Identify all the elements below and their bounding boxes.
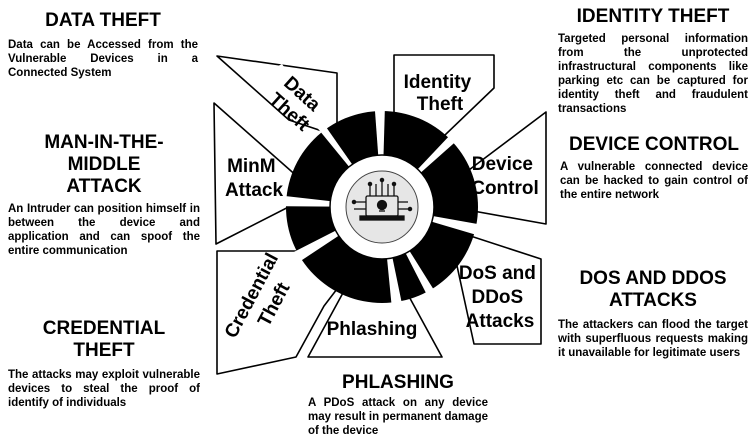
mitm-title: MAN-IN-THE-MIDDLE ATTACK: [44, 132, 164, 197]
circuit-computer-icon: [351, 177, 413, 221]
identity-theft-title: IDENTITY THEFT: [576, 6, 730, 27]
dos-title: DOS AND DDOS ATTACKS: [579, 268, 727, 311]
data-theft-block: DATA THEFT Data can be Accessed from the…: [8, 10, 198, 80]
device-control-title: DEVICE CONTROL: [569, 134, 739, 155]
data-theft-desc: Data can be Accessed from the Vulnerable…: [8, 39, 198, 79]
device-control-block: DEVICE CONTROL A vulnerable connected de…: [560, 134, 748, 202]
mitm-block: MAN-IN-THE-MIDDLE ATTACK An Intruder can…: [8, 132, 200, 258]
data-theft-title: DATA THEFT: [45, 10, 161, 31]
wheel: Data Theft Identity Theft MinM Attack De…: [213, 54, 547, 375]
segment-label-phlashing: Phlashing: [327, 319, 418, 340]
credential-theft-desc: The attacks may exploit vulnerable devic…: [8, 369, 200, 409]
segment-label-identity-theft: Identity Theft: [404, 72, 477, 115]
segment-dos: [448, 228, 542, 345]
dos-desc: The attackers can flood the target with …: [558, 319, 748, 359]
credential-theft-title: CREDENTIAL THEFT: [42, 318, 166, 361]
dos-block: DOS AND DDOS ATTACKS The attackers can f…: [558, 268, 748, 360]
identity-theft-block: IDENTITY THEFT Targeted personal informa…: [558, 6, 748, 116]
segment-minm: [213, 102, 317, 245]
segment-label-minm: MinM Attack: [225, 156, 284, 201]
credential-theft-block: CREDENTIAL THEFT The attacks may exploit…: [8, 318, 200, 410]
segment-label-device-control: Device Control: [471, 154, 539, 199]
phlashing-desc: A PDoS attack on any device may result i…: [308, 397, 488, 437]
device-control-desc: A vulnerable connected device can be hac…: [560, 161, 748, 201]
phlashing-title: PHLASHING: [342, 372, 454, 393]
segment-label-dos: DoS and DDoS Attacks: [459, 263, 541, 332]
phlashing-block: PHLASHING A PDoS attack on any device ma…: [308, 372, 488, 438]
mitm-desc: An Intruder can position himself in betw…: [8, 203, 200, 257]
identity-theft-desc: Targeted personal information from the u…: [558, 33, 748, 115]
